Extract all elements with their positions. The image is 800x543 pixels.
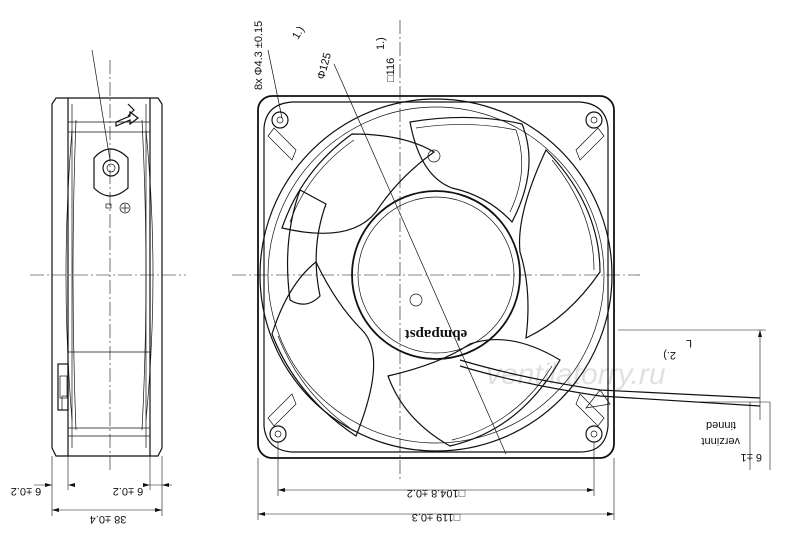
fan-blades: [271, 116, 601, 447]
mounting-hole-br: [575, 393, 605, 443]
mounting-hole-tl: [267, 111, 297, 161]
wire-note-tinned: tinned: [706, 419, 736, 431]
dim-flange-left: 6 ±0.2: [11, 485, 42, 497]
dim-flange-right: 6 ±0.2: [113, 485, 144, 497]
mounting-hole-tr: [575, 111, 605, 161]
note-1b: 1.): [375, 37, 387, 50]
wire-strip-dim: 6 ±1: [741, 451, 762, 463]
square-inner-dim: □116: [385, 58, 397, 82]
hole-pitch-dim: □104.8 ±0.2: [407, 487, 466, 499]
cable-length-label: L: [686, 337, 692, 349]
mounting-holes-callout: 8x Φ4.3 ±0.15: [253, 21, 265, 90]
brand-logo: ebmpapst: [405, 326, 468, 342]
note-2: 2.): [663, 349, 676, 361]
frame-dim: □119 ±0.3: [412, 511, 461, 523]
diameter-callout: Φ125: [315, 51, 334, 80]
wire-note-verzinnt: verzinnt: [701, 435, 740, 447]
watermark: ventilatorry.ru: [486, 358, 666, 391]
note-1a: 1.): [290, 24, 307, 41]
side-view: [30, 49, 186, 516]
front-view: [232, 20, 771, 520]
cable: [459, 359, 761, 399]
mounting-hole-bl: [267, 393, 297, 443]
dim-overall-depth: 38 ±0.4: [90, 513, 127, 525]
